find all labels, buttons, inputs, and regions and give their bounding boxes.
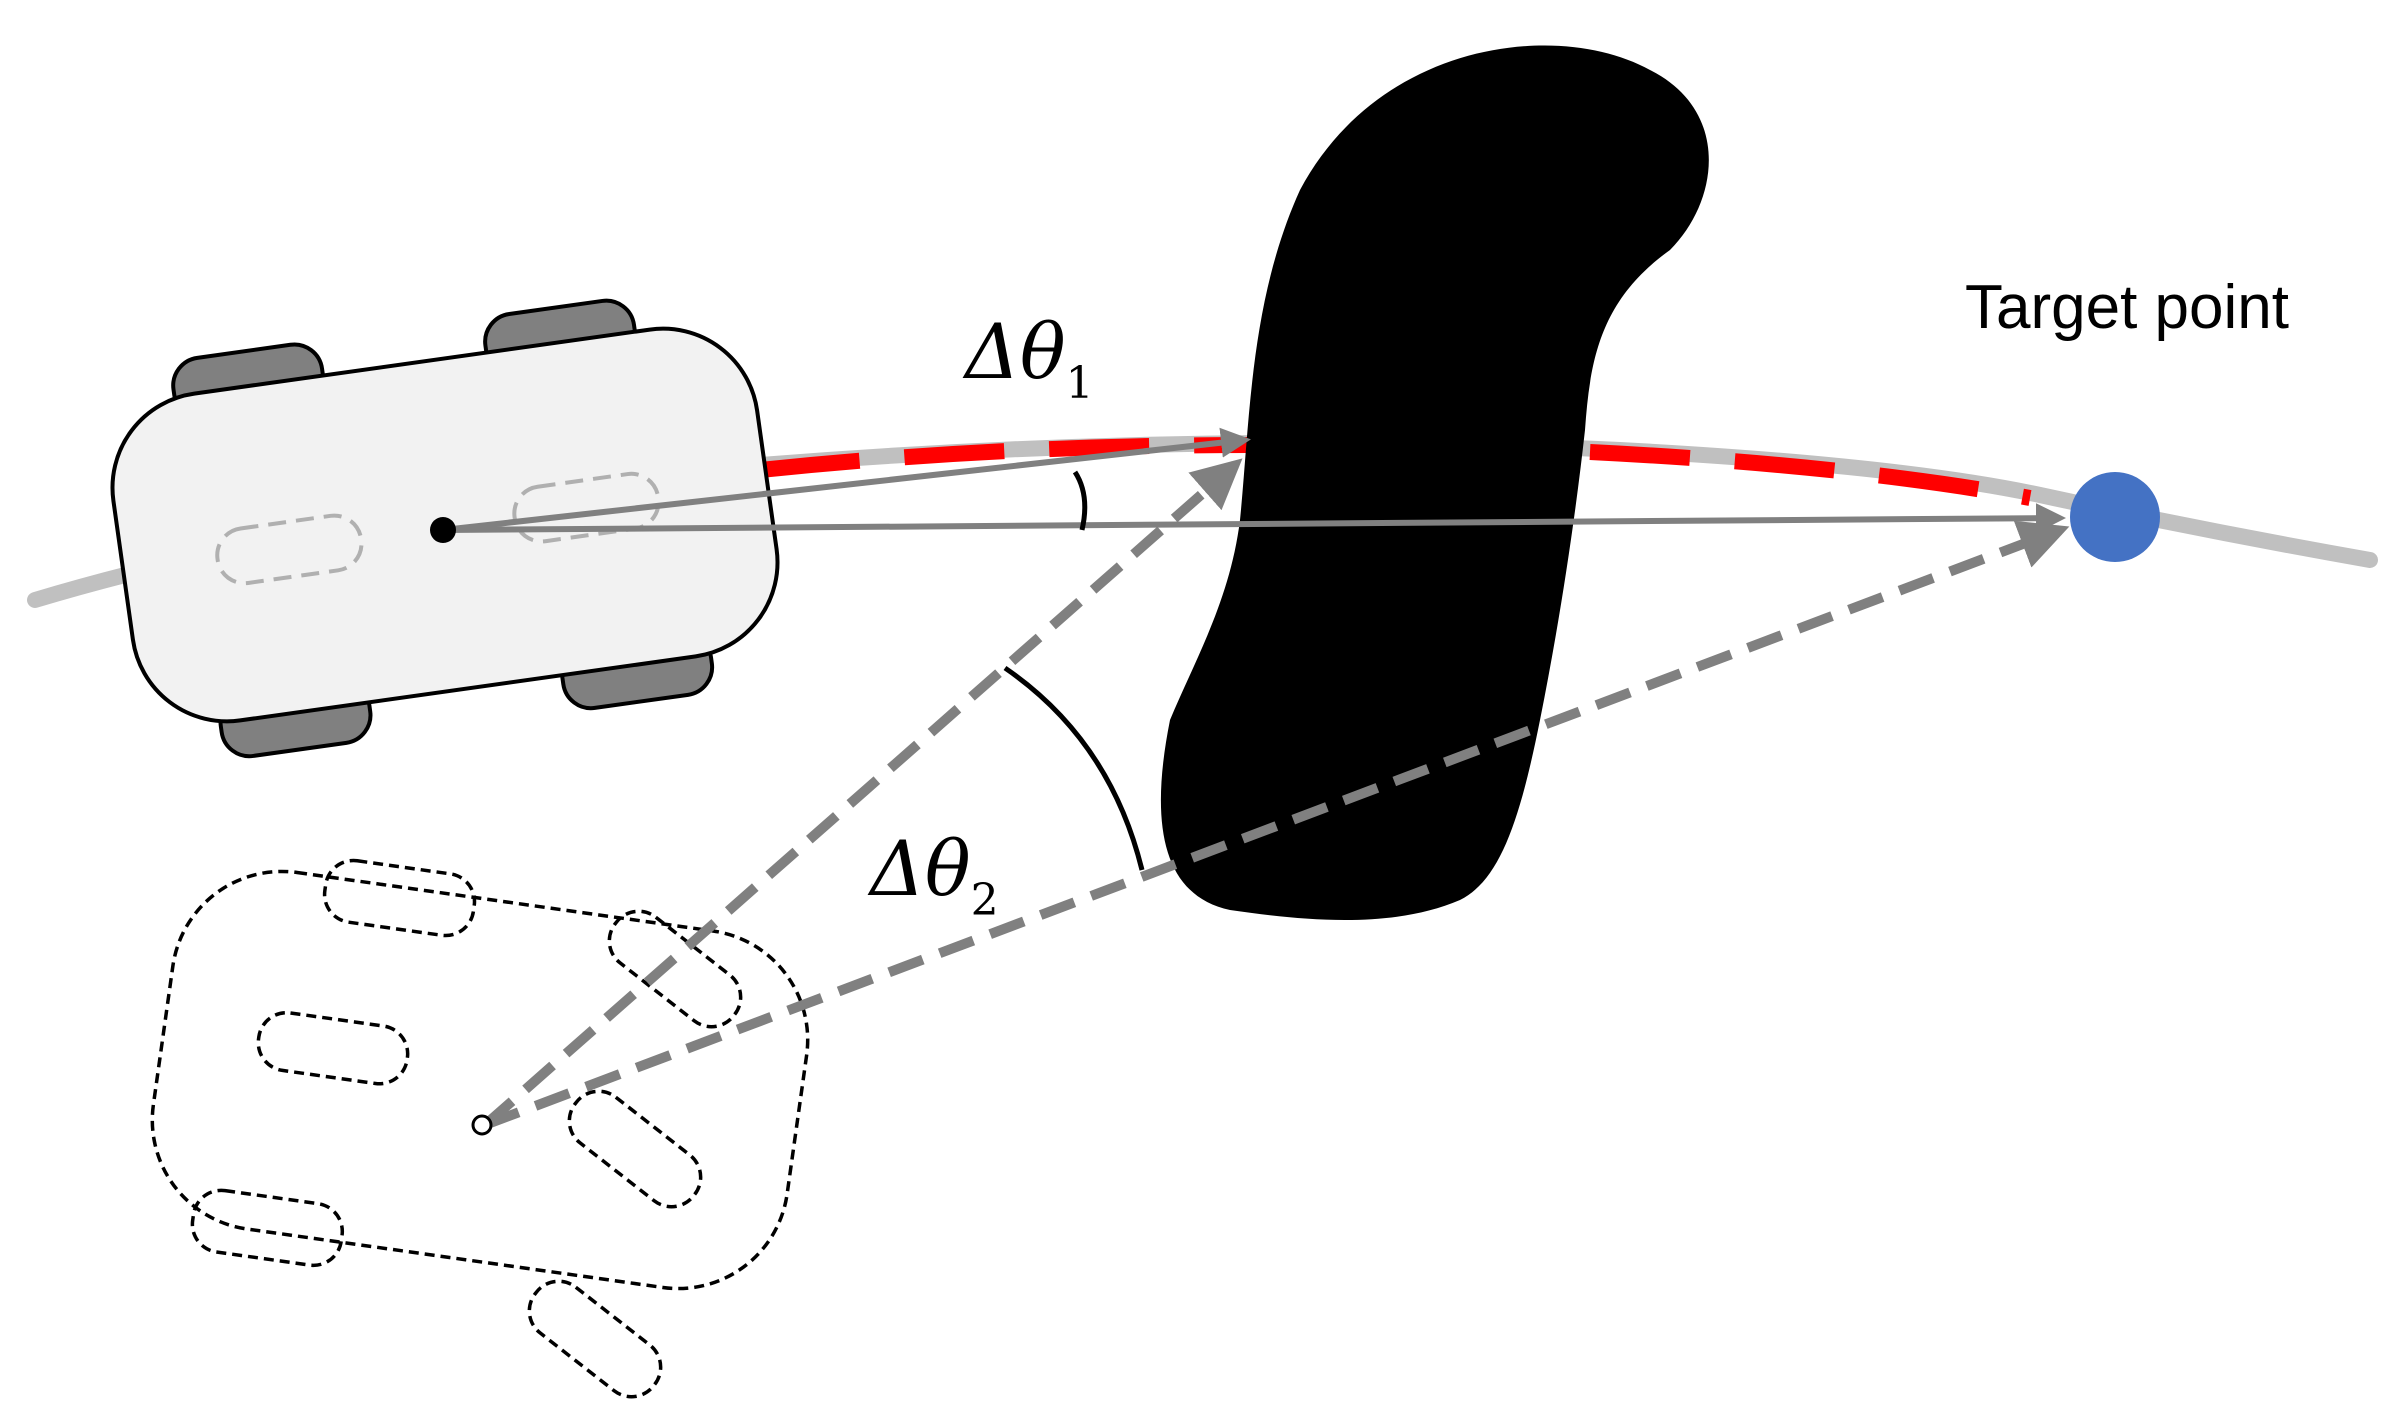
- delta-theta-1-label: Δθ1: [962, 307, 1094, 409]
- ghost-inner-wheel-left: [256, 1010, 410, 1086]
- ghost-angled-wheels: [527, 909, 743, 1399]
- angle-arc-1: [1072, 470, 1088, 531]
- arrow-to-obstacle: [442, 427, 1251, 533]
- robot-center-point: [430, 517, 456, 543]
- ghost-wheel-rear-left: [190, 1188, 345, 1268]
- target-point-marker: [2070, 472, 2160, 562]
- angle-arc-2: [1003, 665, 1145, 871]
- ghost-body: [150, 869, 810, 1291]
- arrow-to-target: [442, 503, 2066, 534]
- delta-theta-1-symbol: Δθ: [962, 307, 1066, 396]
- target-point-label: Target point: [1965, 273, 2289, 342]
- delta-theta-2-subscript: 2: [971, 875, 999, 926]
- ghost-wheel-front-right: [607, 909, 743, 1029]
- obstacle: [1160, 45, 1709, 920]
- dashed-arrow-to-target: [483, 520, 2070, 1130]
- inner-wheel-left: [215, 513, 364, 586]
- delta-theta-2-symbol: Δθ: [867, 824, 971, 913]
- ghost-wheel-rear-right: [527, 1279, 663, 1399]
- path-highlight-segment-2: [1589, 444, 2032, 506]
- ghost-wheel-front-left: [322, 858, 477, 938]
- path-highlight-segment-1: [759, 437, 1251, 478]
- ghost-inner-wheel-right: [567, 1089, 703, 1209]
- inner-wheel-right: [512, 471, 661, 544]
- ghost-center-point: [471, 1114, 493, 1136]
- robot-ghost: [150, 858, 810, 1291]
- delta-theta-1-subscript: 1: [1066, 358, 1094, 409]
- dashed-arrow-to-obstacle: [481, 458, 1243, 1129]
- delta-theta-2-label: Δθ2: [867, 824, 999, 926]
